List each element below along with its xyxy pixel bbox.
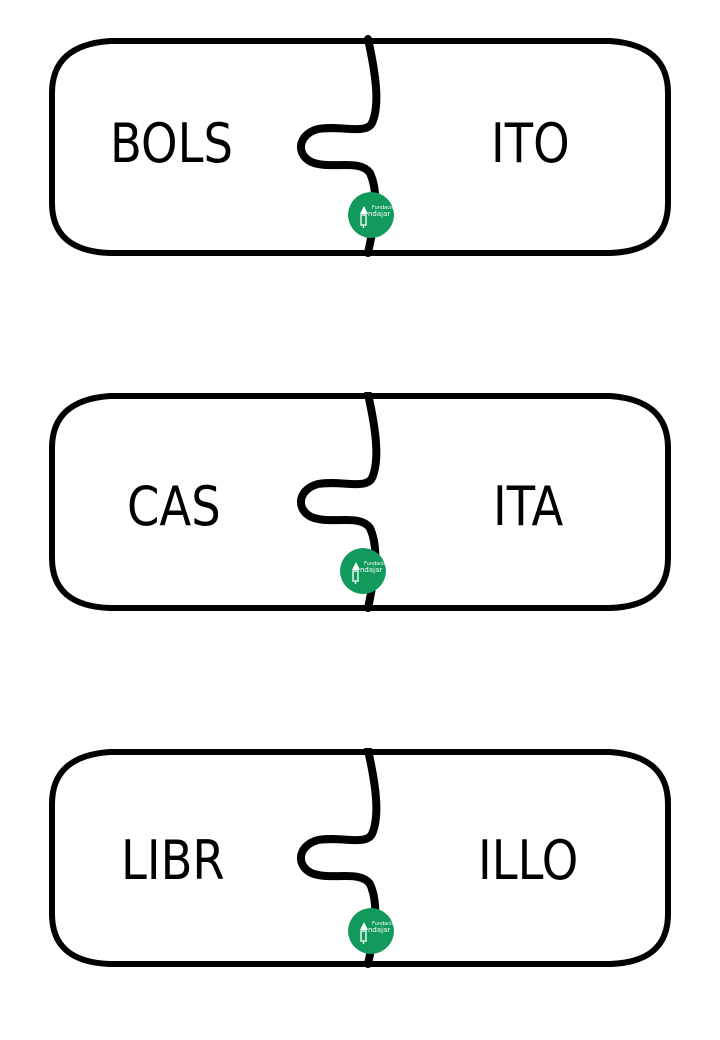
svg-text:ndajar: ndajar bbox=[360, 566, 382, 574]
word-part-right-3: ILLO bbox=[478, 829, 579, 892]
puzzle-outline-1 bbox=[49, 35, 671, 257]
svg-text:ndajar: ndajar bbox=[368, 926, 390, 934]
word-part-left-3: LIBR bbox=[121, 829, 225, 892]
word-part-left-1: BOLS bbox=[110, 112, 233, 175]
svg-text:ndajar: ndajar bbox=[368, 210, 390, 218]
word-part-left-2: CAS bbox=[127, 475, 221, 538]
word-part-right-2: ITA bbox=[493, 475, 564, 538]
puzzle-outline-3 bbox=[49, 748, 671, 968]
puzzle-outline-2 bbox=[49, 392, 671, 612]
word-part-right-1: ITO bbox=[491, 112, 570, 175]
